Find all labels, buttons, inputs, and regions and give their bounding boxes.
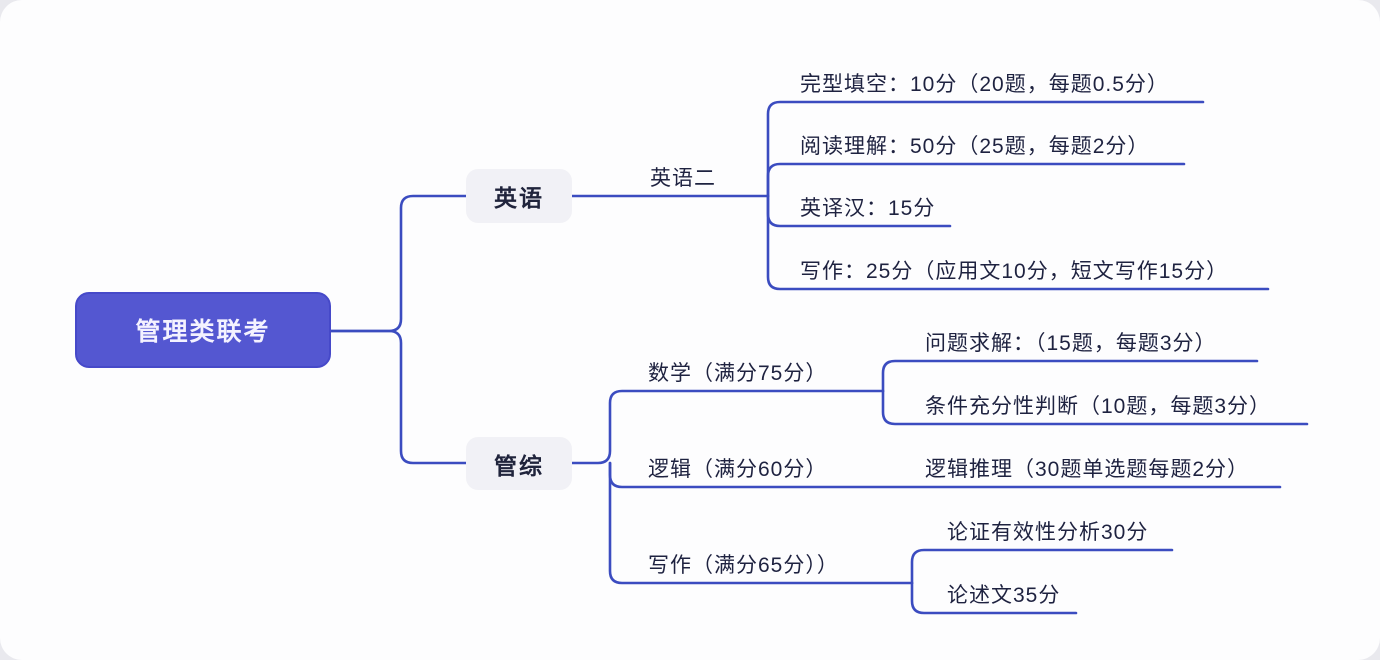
subtopic-logic[interactable]: 逻辑（满分60分） [648, 458, 828, 481]
connector-writing-leaf-argument [910, 548, 1174, 585]
leaf-cloze[interactable]: 完型填空：10分（20题，每题0.5分） [800, 73, 1169, 96]
leaf-reading[interactable]: 阅读理解：50分（25题，每题2分） [800, 135, 1150, 158]
connector-math-leaf-condition [881, 389, 1309, 426]
leaf-essay[interactable]: 论述文35分 [947, 584, 1061, 607]
topic-english[interactable]: 英语 [466, 169, 572, 223]
connector-guanzong-math [570, 389, 885, 465]
connector-english-leaf-reading [766, 162, 1186, 198]
root-topic[interactable]: 管理类联考 [75, 292, 331, 368]
connector-english-leaf-cloze [766, 100, 1205, 198]
subtopic-math[interactable]: 数学（满分75分） [648, 362, 828, 385]
leaf-english-writing[interactable]: 写作：25分（应用文10分，短文写作15分） [800, 260, 1229, 283]
leaf-translation[interactable]: 英译汉：15分 [800, 197, 936, 220]
leaf-argument-analysis[interactable]: 论证有效性分析30分 [947, 521, 1149, 544]
connector-root-english [329, 194, 468, 333]
connector-math-leaf-solve [881, 359, 1259, 393]
topic-guanzong[interactable]: 管综 [466, 437, 572, 490]
leaf-condition-judgement[interactable]: 条件充分性判断（10题，每题3分） [925, 395, 1272, 418]
leaf-logic-reasoning[interactable]: 逻辑推理（30题单选题每题2分） [925, 458, 1250, 481]
connector-writing-leaf-essay [910, 581, 1078, 615]
connector-guanzong-writing [608, 461, 914, 585]
subtopic-writing[interactable]: 写作（满分65分）） [648, 554, 839, 577]
leaf-problem-solving[interactable]: 问题求解：（15题，每题3分） [925, 332, 1217, 355]
connector-root-guanzong [329, 329, 468, 465]
connector-english-leaf-writing [766, 194, 1270, 291]
edge-label-english-two[interactable]: 英语二 [650, 167, 716, 190]
